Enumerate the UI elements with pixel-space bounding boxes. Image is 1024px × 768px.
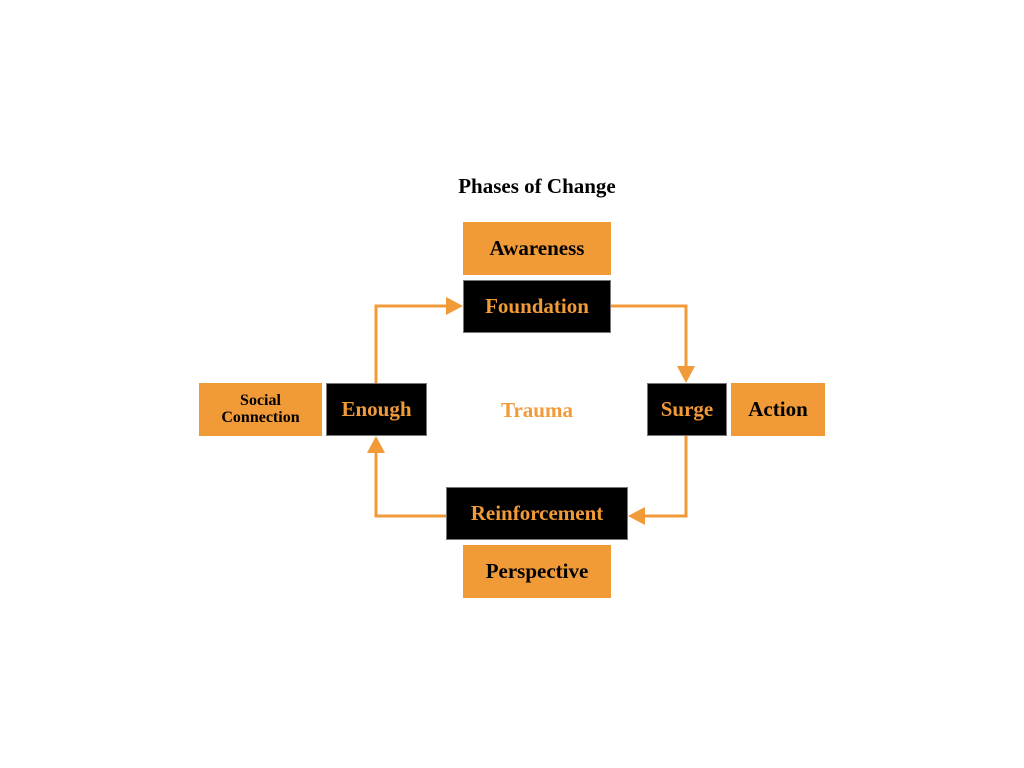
phase-reinforcement: Reinforcement: [446, 487, 628, 540]
arrow-enough-to-foundation: [374, 304, 450, 383]
diagram-title: Phases of Change: [458, 174, 616, 198]
phase-foundation: Foundation: [463, 280, 611, 333]
phase-surge: Surge: [647, 383, 727, 436]
arrowhead-right-icon: [446, 297, 463, 315]
arrow-foundation-to-surge: [611, 304, 688, 370]
arrowhead-left-icon: [628, 507, 645, 525]
center-label-trauma: Trauma: [501, 398, 573, 422]
social-connection-line2: Connection: [221, 408, 300, 426]
outcome-action: Action: [731, 383, 825, 436]
arrowhead-down-icon: [677, 366, 695, 383]
phase-enough: Enough: [326, 383, 427, 436]
arrow-surge-to-reinforcement: [642, 436, 688, 518]
outcome-social-connection: Social Connection: [199, 383, 322, 436]
arrowhead-up-icon: [367, 436, 385, 453]
arrow-reinforcement-to-enough: [374, 450, 446, 518]
outcome-awareness: Awareness: [463, 222, 611, 275]
outcome-perspective: Perspective: [463, 545, 611, 598]
social-connection-line1: Social: [240, 391, 281, 409]
